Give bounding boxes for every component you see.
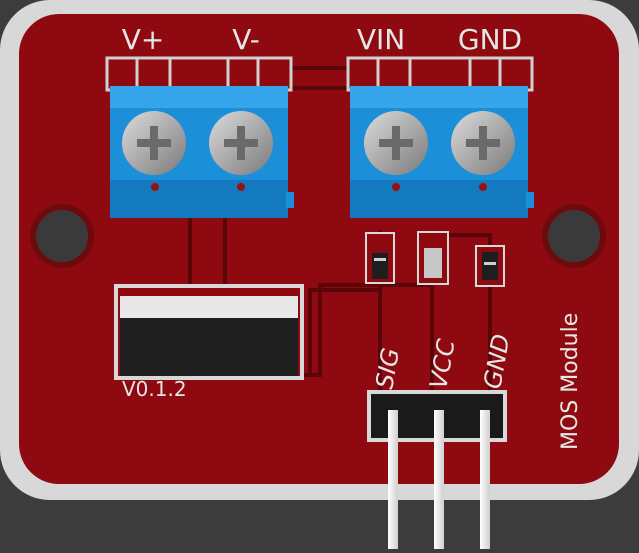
module-label: MOS Module	[558, 313, 583, 450]
terminal-block-left	[105, 56, 294, 218]
pin-label-sig: SIG	[370, 346, 405, 391]
pin-header	[367, 390, 507, 442]
terminal-label-v-minus: V-	[232, 23, 260, 56]
mosfet-package	[114, 284, 304, 380]
terminal-block-right	[346, 56, 534, 218]
smd-resistor-right	[475, 245, 505, 287]
version-label: V0.1.2	[122, 377, 187, 401]
header-pins	[388, 410, 490, 549]
smd-resistor-left	[365, 232, 395, 284]
terminal-label-v-plus: V+	[122, 23, 165, 56]
terminal-label-vin: VIN	[357, 23, 405, 56]
screw-icon	[364, 111, 428, 175]
screw-icon	[451, 111, 515, 175]
terminal-label-gnd: GND	[458, 23, 522, 56]
mounting-hole-icon	[30, 204, 94, 268]
mounting-hole-icon	[542, 204, 606, 268]
smd-resistor-middle	[417, 231, 449, 285]
screw-icon	[209, 111, 273, 175]
screw-icon	[122, 111, 186, 175]
